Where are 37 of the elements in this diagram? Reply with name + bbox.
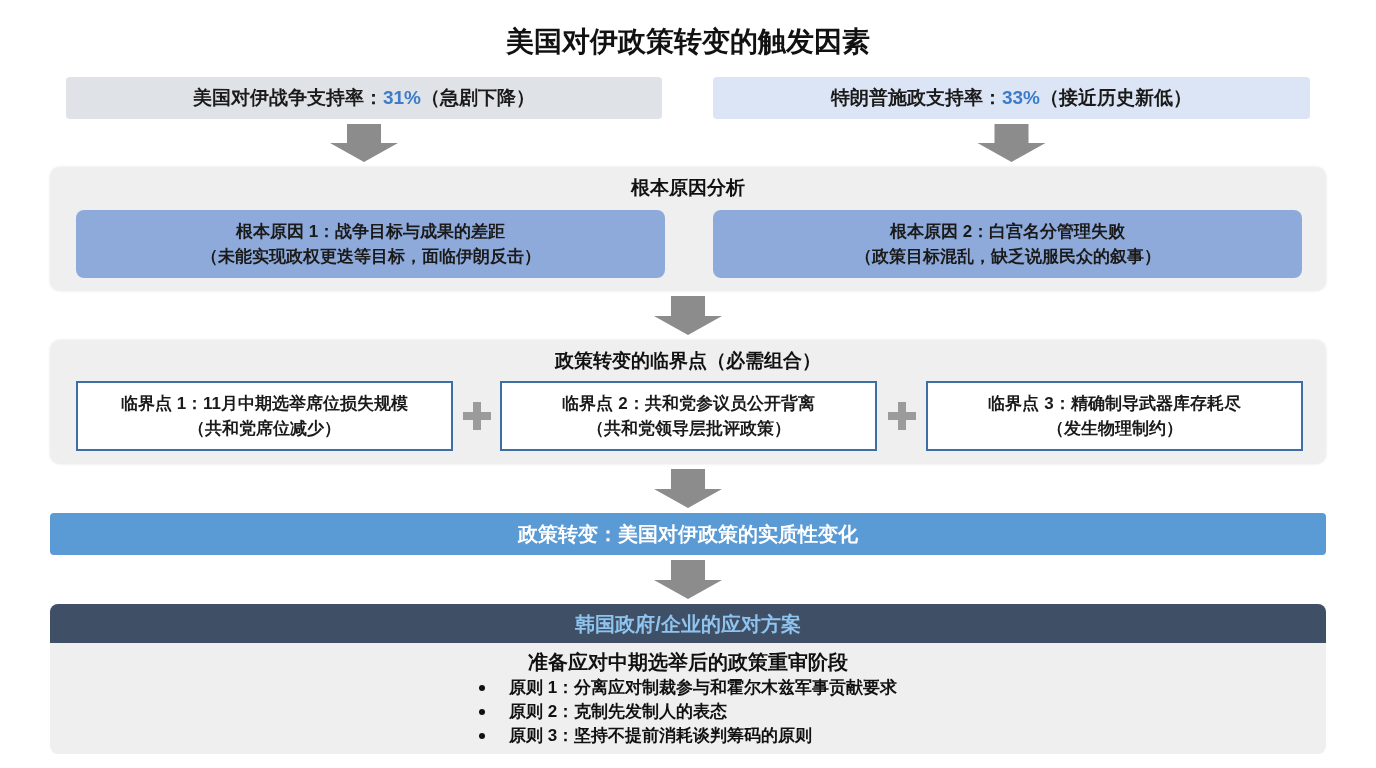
threshold-box — [926, 381, 1303, 451]
response-panel — [50, 604, 1326, 754]
subheading: 准备应对中期选举后的政策重审阶段 — [528, 650, 848, 675]
cause-box — [76, 210, 665, 278]
panel-header: 韩国政府/企业的应对方案 — [50, 604, 1326, 643]
arrow — [654, 469, 722, 508]
arrow — [654, 560, 722, 599]
threshold-title: 临界点 3：精确制导武器库存耗尽 — [988, 393, 1241, 415]
threshold-title: 临界点 1：11月中期选举席位损失规模 — [120, 393, 409, 415]
cause-title: 根本原因 1：战争目标与成果的差距 — [235, 221, 506, 243]
threshold-box — [500, 381, 877, 451]
threshold-detail: （共和党席位减少） — [188, 418, 341, 440]
cause-box — [713, 210, 1302, 278]
arrow — [654, 296, 722, 335]
stat-box — [713, 77, 1310, 119]
bullet-text: 原则 3：坚持不提前消耗谈判筹码的原则 — [508, 725, 813, 747]
section-panel — [50, 167, 1326, 291]
bullet-text: 原则 1：分离应对制裁参与和霍尔木兹军事贡献要求 — [508, 677, 898, 699]
threshold-title: 临界点 2：共和党参议员公开背离 — [562, 393, 815, 415]
cause-title: 根本原因 2：白宫名分管理失败 — [889, 221, 1126, 243]
result-banner — [50, 513, 1326, 555]
panel-heading: 政策转变的临界点（必需组合） — [555, 349, 821, 373]
arrow — [977, 124, 1046, 162]
stat-text: 特朗普施政支持率：33%（接近历史新低） — [831, 86, 1192, 110]
diagram-title: 美国对伊政策转变的触发因素 — [506, 25, 870, 59]
bullet-text: 原则 2：克制先发制人的表态 — [508, 701, 728, 723]
threshold-detail: （共和党领导层批评政策） — [586, 418, 791, 440]
arrow — [330, 124, 398, 162]
cause-detail: （政策目标混乱，缺乏说服民众的叙事） — [854, 246, 1161, 268]
section-panel — [50, 340, 1326, 464]
threshold-box — [76, 381, 453, 451]
threshold-detail: （发生物理制约） — [1046, 418, 1183, 440]
stat-box — [66, 77, 662, 119]
panel-heading: 根本原因分析 — [631, 176, 745, 200]
cause-detail: （未能实现政权更迭等目标，面临伊朗反击） — [200, 246, 541, 268]
banner-text: 政策转变：美国对伊政策的实质性变化 — [518, 522, 858, 547]
stat-text: 美国对伊战争支持率：31%（急剧下降） — [193, 86, 535, 110]
